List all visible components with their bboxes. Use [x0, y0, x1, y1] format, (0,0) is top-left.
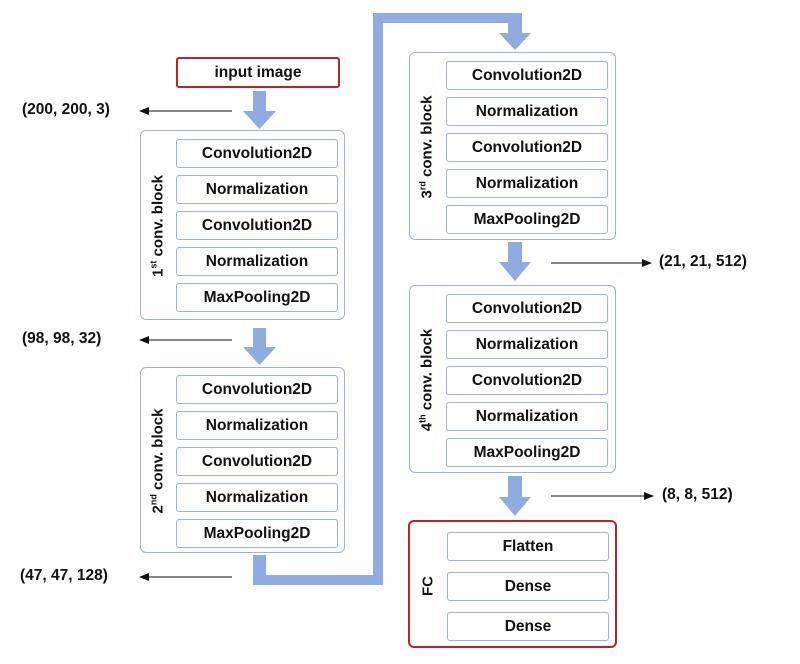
- block3-conv2d-a: Convolution2D: [446, 61, 608, 90]
- conv-block-3: 3rd conv. block Convolution2D Normalizat…: [409, 52, 616, 240]
- flow-arrow-block1-to-block2: [243, 328, 276, 365]
- block2-normalization-b: Normalization: [176, 483, 338, 512]
- shape-label-block3: (21, 21, 512): [659, 253, 747, 270]
- block2-conv2d-b: Convolution2D: [176, 447, 338, 476]
- flow-arrow-block3-to-block4: [499, 242, 531, 281]
- conv-block-1: 1st conv. block Convolution2D Normalizat…: [140, 130, 345, 320]
- shape-label-block4: (8, 8, 512): [662, 486, 733, 503]
- block4-normalization-b: Normalization: [446, 402, 608, 431]
- block3-normalization-a: Normalization: [446, 97, 608, 126]
- block1-normalization-b: Normalization: [176, 247, 338, 276]
- block3-normalization-b: Normalization: [446, 169, 608, 198]
- block4-conv2d-b: Convolution2D: [446, 366, 608, 395]
- flow-arrow-input-to-block1: [243, 91, 276, 129]
- shape-label-input: (200, 200, 3): [22, 101, 110, 118]
- fc-dense-b: Dense: [447, 612, 609, 641]
- flow-arrow-block4-to-fc: [499, 476, 531, 516]
- block2-normalization-a: Normalization: [176, 411, 338, 440]
- shape-label-block2: (47, 47, 128): [20, 567, 108, 584]
- block4-maxpooling2d: MaxPooling2D: [446, 438, 608, 467]
- shape-label-block1: (98, 98, 32): [22, 330, 102, 347]
- block1-conv2d-a: Convolution2D: [176, 139, 338, 168]
- fc-block: FC Flatten Dense Dense: [408, 520, 617, 648]
- input-image-box: input image: [176, 57, 340, 88]
- conv-block-4: 4th conv. block Convolution2D Normalizat…: [409, 285, 616, 473]
- block2-maxpooling2d: MaxPooling2D: [176, 519, 338, 548]
- block1-conv2d-b: Convolution2D: [176, 211, 338, 240]
- block1-maxpooling2d: MaxPooling2D: [176, 283, 338, 312]
- fc-flatten: Flatten: [447, 532, 609, 561]
- fc-dense-a: Dense: [447, 572, 609, 601]
- conv-block-2: 2nd conv. block Convolution2D Normalizat…: [140, 367, 345, 553]
- block4-conv2d-a: Convolution2D: [446, 294, 608, 323]
- block3-conv2d-b: Convolution2D: [446, 133, 608, 162]
- block2-conv2d-a: Convolution2D: [176, 375, 338, 404]
- block4-normalization-a: Normalization: [446, 330, 608, 359]
- block1-normalization-a: Normalization: [176, 175, 338, 204]
- block3-maxpooling2d: MaxPooling2D: [446, 205, 608, 234]
